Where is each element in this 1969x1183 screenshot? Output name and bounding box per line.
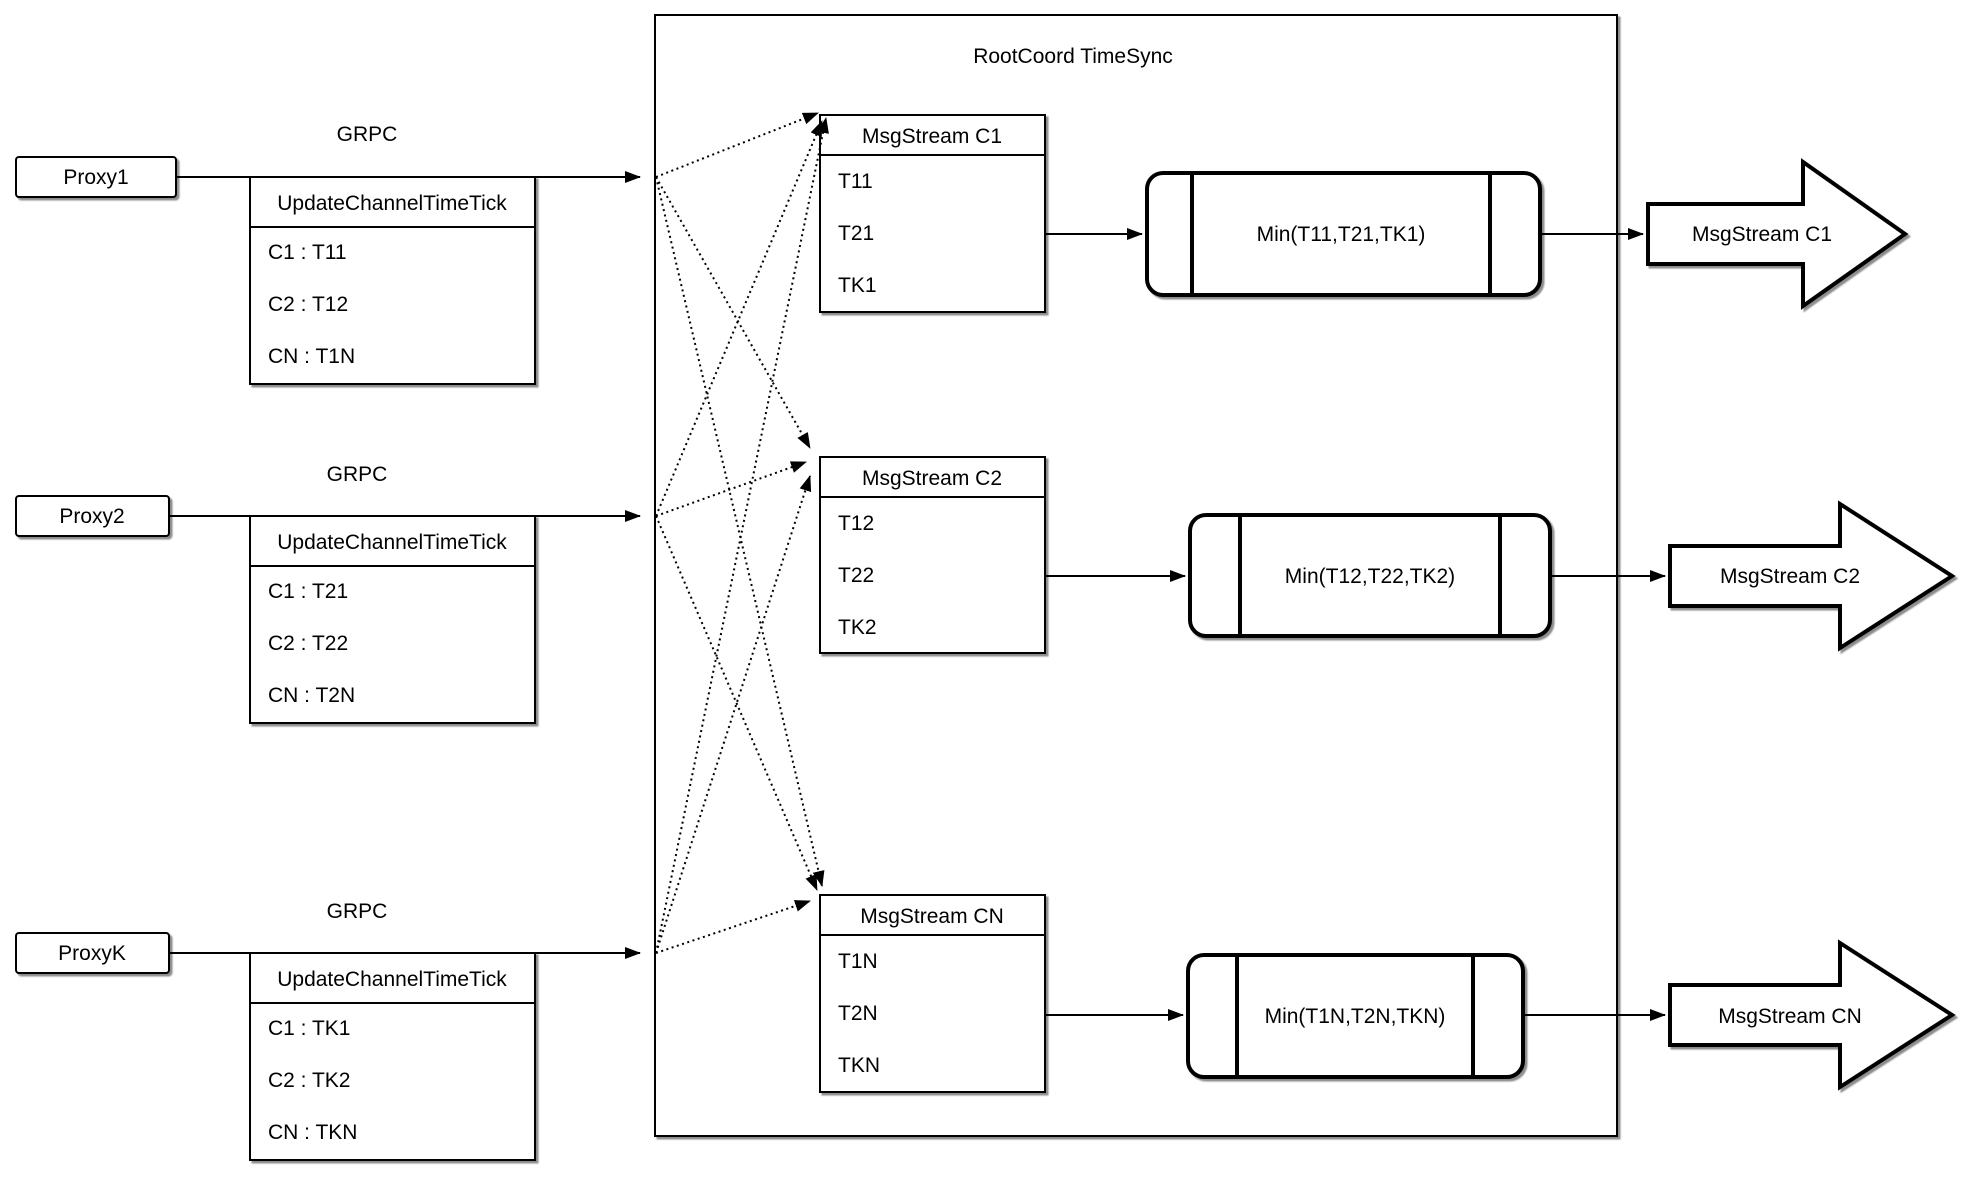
msgstream-table: MsgStream C1 T11 T21 TK1 — [819, 114, 1046, 313]
msgstream-row: T2N — [838, 1002, 878, 1025]
update-tick-table: UpdateChannelTimeTick C1 : TK1 C2 : TK2 … — [249, 952, 536, 1161]
proxy-box — [15, 932, 170, 974]
min-pill: Min(T11,T21,TK1) — [1145, 171, 1542, 297]
min-label: Min(T12,T22,TK2) — [1285, 565, 1455, 588]
tick-table-row: C1 : T21 — [268, 580, 348, 603]
msgstream-table: MsgStream CN T1N T2N TKN — [819, 894, 1046, 1093]
tick-table-header: UpdateChannelTimeTick — [277, 968, 507, 991]
dotted-arrow-p2-cn — [655, 515, 818, 891]
output-arrow-label: MsgStream C1 — [1692, 223, 1832, 246]
msgstream-row: TK2 — [838, 616, 877, 639]
dotted-arrow-p1-cn — [655, 176, 825, 887]
msgstream-table-header: MsgStream CN — [860, 905, 1004, 928]
output-arrow-shape — [1668, 500, 1956, 652]
update-tick-table: UpdateChannelTimeTick C1 : T11 C2 : T12 … — [249, 176, 536, 385]
grpc-label: GRPC — [327, 900, 388, 923]
output-arrow: MsgStream C1 — [1646, 158, 1909, 310]
dotted-arrow-p1-c2 — [655, 176, 811, 449]
dotted-arrow-p1-c1 — [655, 112, 819, 178]
msgstream-table-header: MsgStream C2 — [862, 467, 1002, 490]
update-tick-table: UpdateChannelTimeTick C1 : T21 C2 : T22 … — [249, 515, 536, 724]
output-arrow: MsgStream CN — [1668, 939, 1956, 1091]
dotted-arrow-pk-c2 — [655, 475, 812, 954]
tick-table-header: UpdateChannelTimeTick — [277, 192, 507, 215]
tick-table-box — [249, 952, 536, 1161]
msgstream-table-box — [819, 114, 1046, 313]
tick-table-row: C1 : TK1 — [268, 1017, 350, 1040]
output-arrow-shape — [1646, 158, 1909, 310]
output-arrow-shape — [1668, 939, 1956, 1091]
tick-table-row: CN : T1N — [268, 345, 355, 368]
tick-table-row: C2 : TK2 — [268, 1069, 350, 1092]
rootcoord-title: RootCoord TimeSync — [973, 45, 1173, 68]
timetick-broadcast-arrows — [655, 112, 829, 954]
tick-table-row: C2 : T22 — [268, 632, 348, 655]
tick-table-row: CN : TKN — [268, 1121, 357, 1144]
proxy-label: Proxy1 — [63, 166, 128, 189]
tick-table-box — [249, 515, 536, 724]
output-arrow: MsgStream C2 — [1668, 500, 1956, 652]
msgstream-table-header: MsgStream C1 — [862, 125, 1002, 148]
msgstream-row: T1N — [838, 950, 878, 973]
msgstream-row: TK1 — [838, 274, 877, 297]
msgstream-row: T22 — [838, 564, 874, 587]
proxy-label: ProxyK — [58, 942, 126, 965]
grpc-label: GRPC — [327, 463, 388, 486]
tick-table-row: CN : T2N — [268, 684, 355, 707]
msgstream-row: T12 — [838, 512, 874, 535]
row-proxy1: Proxy1 GRPC UpdateChannelTimeTick C1 : T… — [15, 114, 1909, 385]
msgstream-row: TKN — [838, 1054, 880, 1077]
proxy-box — [15, 495, 170, 537]
tick-table-row: C1 : T11 — [268, 241, 347, 264]
tick-table-header: UpdateChannelTimeTick — [277, 531, 507, 554]
msgstream-row: T21 — [838, 222, 874, 245]
proxy-label: Proxy2 — [59, 505, 124, 528]
msgstream-table-box — [819, 456, 1046, 654]
msgstream-row: T11 — [838, 170, 873, 193]
min-label: Min(T1N,T2N,TKN) — [1265, 1005, 1446, 1028]
grpc-label: GRPC — [337, 123, 398, 146]
dotted-arrow-pk-c1 — [655, 117, 829, 954]
min-pill: Min(T12,T22,TK2) — [1188, 513, 1552, 638]
tick-table-row: C2 : T12 — [268, 293, 348, 316]
msgstream-table-box — [819, 894, 1046, 1093]
dotted-arrow-p2-c2 — [655, 461, 807, 517]
row-proxy2: Proxy2 GRPC UpdateChannelTimeTick C1 : T… — [15, 456, 1956, 724]
min-pill: Min(T1N,T2N,TKN) — [1186, 953, 1525, 1079]
output-arrow-label: MsgStream CN — [1718, 1005, 1862, 1028]
min-label: Min(T11,T21,TK1) — [1257, 223, 1426, 246]
proxy-box — [15, 156, 177, 198]
row-proxyk: ProxyK GRPC UpdateChannelTimeTick C1 : T… — [15, 894, 1956, 1161]
tick-table-box — [249, 176, 536, 385]
msgstream-table: MsgStream C2 T12 T22 TK2 — [819, 456, 1046, 654]
output-arrow-label: MsgStream C2 — [1720, 565, 1860, 588]
